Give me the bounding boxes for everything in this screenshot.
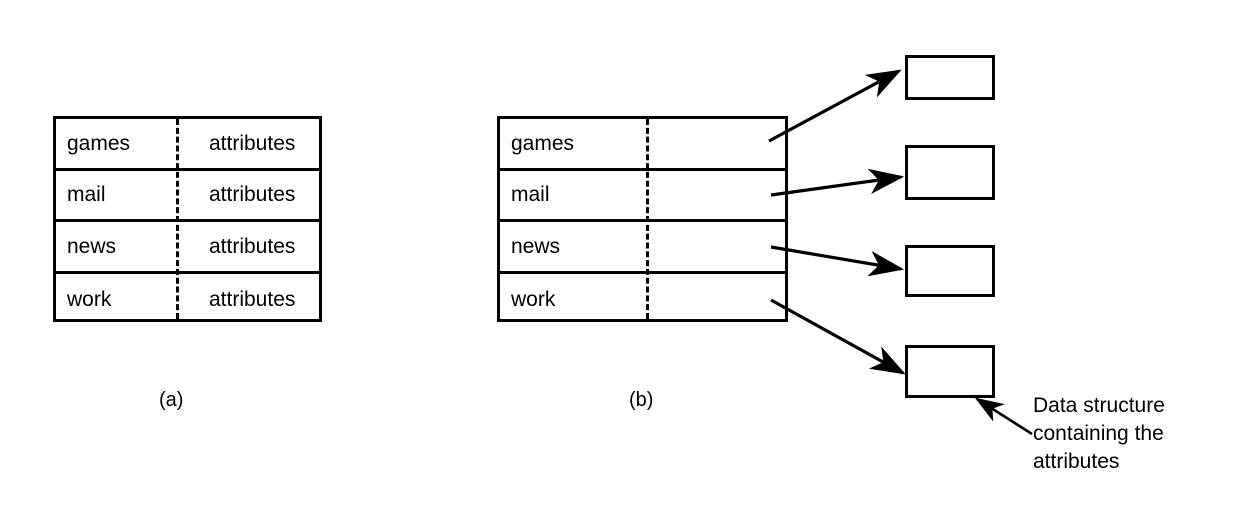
- table-row: news attributes: [56, 222, 319, 274]
- panel-b-table: games mail news work: [497, 116, 788, 322]
- row-key-label: work: [511, 287, 556, 311]
- pointer-arrow-games: [768, 69, 902, 143]
- attribute-structure-box: [905, 145, 995, 200]
- annotation-caption: Data structure containing the attributes: [1033, 392, 1165, 476]
- table-row: mail attributes: [56, 171, 319, 222]
- panel-a-caption-label: (a): [159, 389, 184, 411]
- table-row: news: [500, 222, 785, 274]
- row-value-label: attributes: [209, 287, 296, 311]
- table-row: work attributes: [56, 274, 319, 326]
- row-key-label: work: [67, 287, 112, 311]
- row-key-label: news: [67, 234, 117, 258]
- row-key-label: games: [511, 131, 575, 155]
- annotation-line-2: containing the: [1033, 422, 1164, 445]
- table-row: work: [500, 274, 785, 326]
- row-key-label: mail: [67, 183, 106, 207]
- pointer-arrow-work: [770, 298, 906, 375]
- attribute-structure-box: [905, 345, 995, 398]
- row-key-label: mail: [511, 183, 550, 207]
- table-row: mail: [500, 171, 785, 222]
- table-row: games attributes: [56, 119, 319, 171]
- annotation-line-1: Data structure: [1033, 394, 1165, 417]
- row-value-label: attributes: [209, 183, 296, 207]
- panel-b-column-divider: [646, 119, 649, 319]
- panel-a-column-divider: [176, 119, 179, 319]
- panel-b-caption-label: (b): [629, 389, 654, 411]
- pointer-arrow-mail: [770, 168, 905, 197]
- annotation-arrow: [974, 397, 1033, 436]
- row-value-label: attributes: [209, 234, 296, 258]
- table-row: games: [500, 119, 785, 171]
- attribute-structure-box: [905, 55, 995, 100]
- annotation-line-3: attributes: [1033, 450, 1120, 473]
- attribute-structure-box: [905, 245, 995, 297]
- row-key-label: games: [67, 131, 131, 155]
- panel-a-table: games attributes mail attributes news at…: [53, 116, 322, 322]
- pointer-arrow-news: [770, 245, 905, 277]
- row-key-label: news: [511, 234, 561, 258]
- row-value-label: attributes: [209, 131, 296, 155]
